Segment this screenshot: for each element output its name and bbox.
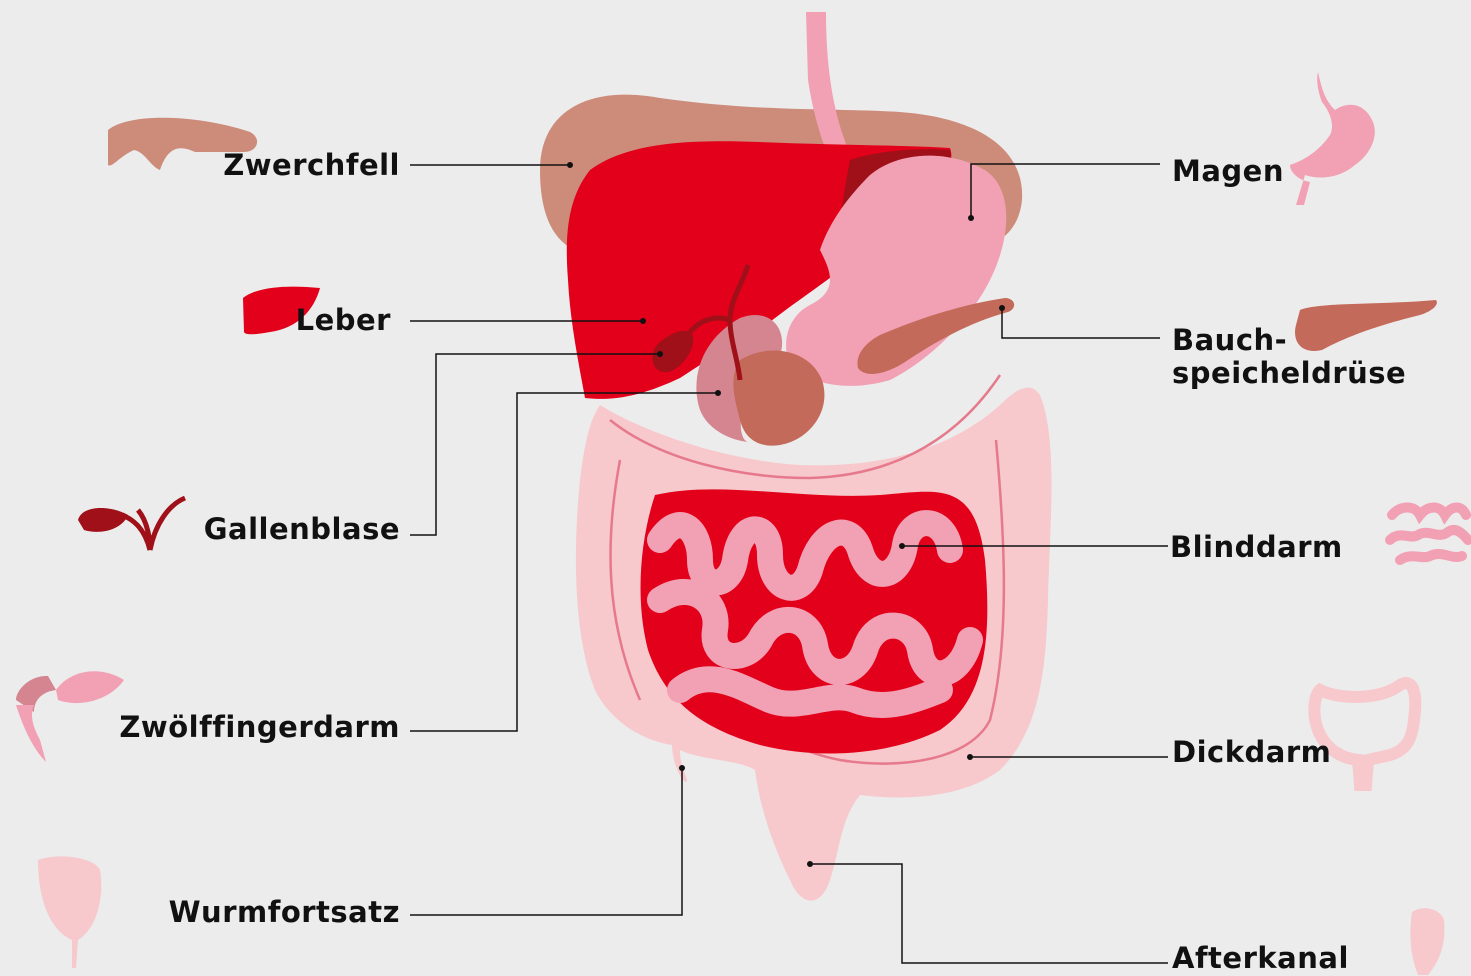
dot-zwerchfell <box>567 162 573 168</box>
main-anatomy <box>540 12 1052 901</box>
label-dickdarm: Dickdarm <box>1172 738 1331 767</box>
gallbladder-icon <box>78 498 185 550</box>
dot-leber <box>640 318 646 324</box>
leader-bauch <box>1002 308 1160 338</box>
leader-wurmfortsatz <box>410 768 682 915</box>
dot-gallenblase <box>657 351 663 357</box>
small-intestine-icon <box>1390 508 1468 561</box>
dot-magen <box>968 215 974 221</box>
dot-bauch <box>999 305 1005 311</box>
label-blinddarm: Blinddarm <box>1170 533 1343 562</box>
duodenum-curve <box>733 350 824 445</box>
dot-zwoelffingerdarm <box>715 390 721 396</box>
appendix-icon <box>38 856 101 968</box>
label-leber: Leber <box>296 306 391 335</box>
label-zwoelffingerdarm: Zwölffingerdarm <box>119 713 400 742</box>
stomach-icon <box>1290 72 1375 205</box>
label-zwerchfell: Zwerchfell <box>223 151 400 180</box>
label-wurmfortsatz: Wurmfortsatz <box>169 898 400 927</box>
anal-canal-icon <box>1410 908 1444 975</box>
label-bauch-line2: speicheldrüse <box>1172 357 1406 390</box>
dot-afterkanal <box>807 861 813 867</box>
label-magen: Magen <box>1172 157 1284 186</box>
dot-blinddarm <box>899 543 905 549</box>
leader-afterkanal <box>810 864 1168 963</box>
label-gallenblase: Gallenblase <box>204 515 400 544</box>
label-afterkanal: Afterkanal <box>1172 944 1349 973</box>
duodenum-icon <box>16 671 124 762</box>
dot-wurmfortsatz <box>679 765 685 771</box>
label-bauchspeicheldruese: Bauch- speicheldrüse <box>1172 324 1406 390</box>
label-bauch-line1: Bauch- <box>1172 324 1406 357</box>
dot-dickdarm <box>967 754 973 760</box>
